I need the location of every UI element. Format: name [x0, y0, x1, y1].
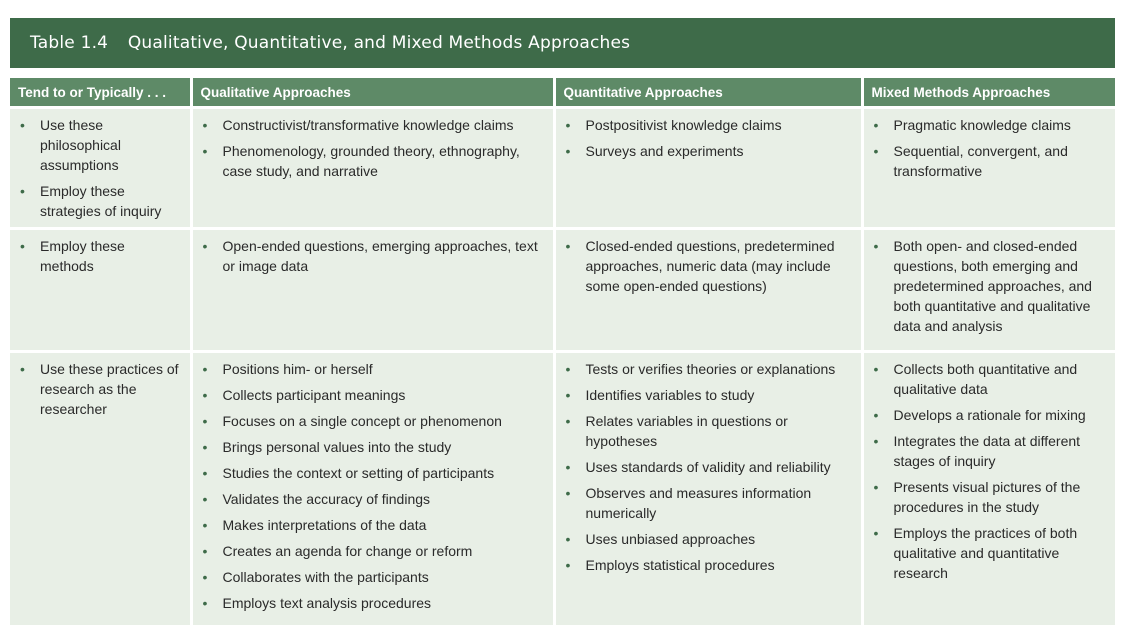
table-title: Table 1.4 Qualitative, Quantitative, and… — [10, 18, 1115, 68]
bullet-item: Tests or verifies theories or explanatio… — [564, 359, 851, 379]
bullet-item: Uses standards of validity and reliabili… — [564, 457, 851, 477]
table-cell: Tests or verifies theories or explanatio… — [554, 350, 864, 625]
bullet-item: Surveys and experiments — [564, 141, 851, 161]
bullet-item: Collects both quantitative and qualitati… — [872, 359, 1106, 399]
bullet-list: Use these philosophical assumptionsEmplo… — [18, 115, 180, 221]
bullet-item: Pragmatic knowledge claims — [872, 115, 1106, 135]
bullet-item: Sequential, convergent, and transformati… — [872, 141, 1106, 181]
bullet-item: Identifies variables to study — [564, 385, 851, 405]
header-cell: Mixed Methods Approaches — [862, 78, 1115, 108]
bullet-list: Use these practices of research as the r… — [18, 359, 180, 419]
bullet-list: Employ these methods — [18, 236, 180, 276]
table-cell: Employ these methods — [10, 227, 193, 352]
bullet-item: Use these practices of research as the r… — [18, 359, 180, 419]
header-cell: Qualitative Approaches — [191, 78, 556, 108]
table-cell: Pragmatic knowledge claimsSequential, co… — [862, 106, 1115, 229]
bullet-list: Both open- and closed-ended questions, b… — [872, 236, 1106, 336]
bullet-list: Open-ended questions, emerging approache… — [201, 236, 543, 276]
bullet-item: Observes and measures information numeri… — [564, 483, 851, 523]
bullet-item: Employ these methods — [18, 236, 180, 276]
bullet-item: Both open- and closed-ended questions, b… — [872, 236, 1106, 336]
header-row: Tend to or Typically . . . Qualitative A… — [10, 78, 1115, 108]
bullet-item: Brings personal values into the study — [201, 437, 543, 457]
bullet-list: Collects both quantitative and qualitati… — [872, 359, 1106, 583]
bullet-item: Positions him- or herself — [201, 359, 543, 379]
bullet-item: Validates the accuracy of findings — [201, 489, 543, 509]
bullet-list: Constructivist/transformative knowledge … — [201, 115, 543, 181]
bullet-item: Integrates the data at different stages … — [872, 431, 1106, 471]
table-cell: Open-ended questions, emerging approache… — [191, 227, 556, 352]
table-cell: Both open- and closed-ended questions, b… — [862, 227, 1115, 352]
table-row: Employ these methods Open-ended questions… — [10, 227, 1115, 352]
bullet-item: Open-ended questions, emerging approache… — [201, 236, 543, 276]
table-row: Use these practices of research as the r… — [10, 350, 1115, 625]
bullet-list: Tests or verifies theories or explanatio… — [564, 359, 851, 575]
bullet-item: Constructivist/transformative knowledge … — [201, 115, 543, 135]
bullet-item: Makes interpretations of the data — [201, 515, 543, 535]
bullet-item: Employ these strategies of inquiry — [18, 181, 180, 221]
bullet-item: Collaborates with the participants — [201, 567, 543, 587]
table-cell: Positions him- or herselfCollects partic… — [191, 350, 556, 625]
bullet-item: Employs the practices of both qualitativ… — [872, 523, 1106, 583]
table-row: Use these philosophical assumptionsEmplo… — [10, 106, 1115, 229]
table-cell: Use these practices of research as the r… — [10, 350, 193, 625]
bullet-item: Closed-ended questions, predetermined ap… — [564, 236, 851, 296]
bullet-item: Use these philosophical assumptions — [18, 115, 180, 175]
bullet-item: Employs statistical procedures — [564, 555, 851, 575]
table-title-text: Qualitative, Quantitative, and Mixed Met… — [127, 33, 631, 53]
table-cell: Use these philosophical assumptionsEmplo… — [10, 106, 193, 229]
table-cell: Postpositivist knowledge claimsSurveys a… — [554, 106, 864, 229]
bullet-item: Phenomenology, grounded theory, ethnogra… — [201, 141, 543, 181]
table-number: Table 1.4 — [30, 33, 109, 53]
bullet-list: Positions him- or herselfCollects partic… — [201, 359, 543, 613]
comparison-table: Tend to or Typically . . . Qualitative A… — [10, 78, 1115, 625]
bullet-list: Postpositivist knowledge claimsSurveys a… — [564, 115, 851, 161]
table-cell: Constructivist/transformative knowledge … — [191, 106, 556, 229]
bullet-item: Develops a rationale for mixing — [872, 405, 1106, 425]
header-cell: Quantitative Approaches — [554, 78, 864, 108]
bullet-item: Employs text analysis procedures — [201, 593, 543, 613]
bullet-item: Studies the context or setting of partic… — [201, 463, 543, 483]
bullet-item: Collects participant meanings — [201, 385, 543, 405]
bullet-item: Postpositivist knowledge claims — [564, 115, 851, 135]
bullet-item: Creates an agenda for change or reform — [201, 541, 543, 561]
bullet-list: Closed-ended questions, predetermined ap… — [564, 236, 851, 296]
header-cell: Tend to or Typically . . . — [10, 78, 193, 108]
bullet-item: Focuses on a single concept or phenomeno… — [201, 411, 543, 431]
bullet-item: Relates variables in questions or hypoth… — [564, 411, 851, 451]
bullet-list: Pragmatic knowledge claimsSequential, co… — [872, 115, 1106, 181]
bullet-item: Presents visual pictures of the procedur… — [872, 477, 1106, 517]
bullet-item: Uses unbiased approaches — [564, 529, 851, 549]
table-cell: Collects both quantitative and qualitati… — [862, 350, 1115, 625]
table-cell: Closed-ended questions, predetermined ap… — [554, 227, 864, 352]
